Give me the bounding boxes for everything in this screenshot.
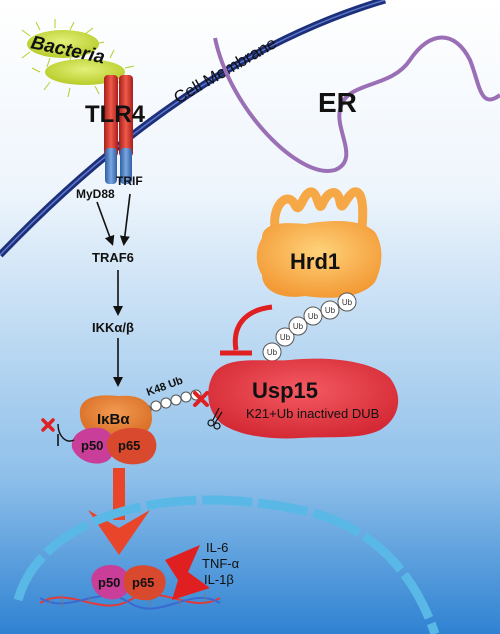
scissors-icon: [207, 407, 223, 430]
usp15-protein: [208, 358, 399, 439]
hrd1-anchor: [270, 187, 368, 233]
il1b-label: IL-1β: [204, 572, 234, 587]
tlr4-receptor: [104, 75, 133, 184]
ikba-protein: [79, 395, 152, 439]
signal-arrows: [96, 193, 131, 387]
traf6-label: TRAF6: [92, 250, 134, 265]
ikba-inhibition-block-icon: [41, 418, 75, 446]
trif-label: TRIF: [116, 174, 143, 188]
hrd1-protein: [256, 221, 382, 298]
ub-label: Ub: [325, 306, 336, 315]
p65-label: p65: [118, 438, 140, 453]
usp15-ub-chain: Ub Ub Ub Ub Ub Ub: [262, 292, 357, 362]
hrd1-label: Hrd1: [290, 249, 340, 274]
ub-label: Ub: [308, 312, 319, 321]
p50-protein-nucleus: [91, 564, 130, 600]
il6-label: IL-6: [206, 540, 228, 555]
tnfa-label: TNF-α: [202, 556, 240, 571]
ikk-label: IKKα/β: [92, 320, 134, 335]
cleavage-block-icon: [193, 391, 209, 407]
ub-label: Ub: [280, 333, 291, 342]
er-membrane: [213, 35, 500, 173]
bacteria: [21, 19, 135, 98]
nucleus-envelope: [13, 495, 440, 634]
p50-label: p50: [81, 438, 103, 453]
p50-protein-cytoplasm: [71, 427, 114, 464]
er-label: ER: [318, 87, 357, 118]
usp15-note: K21+Ub inactived DUB: [246, 406, 379, 421]
cell-membrane: [0, 0, 386, 258]
ub-label: Ub: [267, 348, 278, 357]
tlr4-label: TLR4: [85, 101, 146, 128]
transcription-arrow: [165, 545, 210, 600]
ub-label: Ub: [342, 298, 353, 307]
ikba-label: IκBα: [97, 411, 130, 428]
p65-protein-nucleus: [124, 565, 166, 601]
ub-label: Ub: [293, 322, 304, 331]
hrd1-inhibition: [220, 304, 273, 356]
p65-nucleus-label: p65: [132, 575, 154, 590]
myd88-label: MyD88: [76, 187, 115, 201]
p65-protein-cytoplasm: [106, 427, 157, 465]
p50-nucleus-label: p50: [98, 575, 120, 590]
usp15-label: Usp15: [252, 378, 318, 403]
